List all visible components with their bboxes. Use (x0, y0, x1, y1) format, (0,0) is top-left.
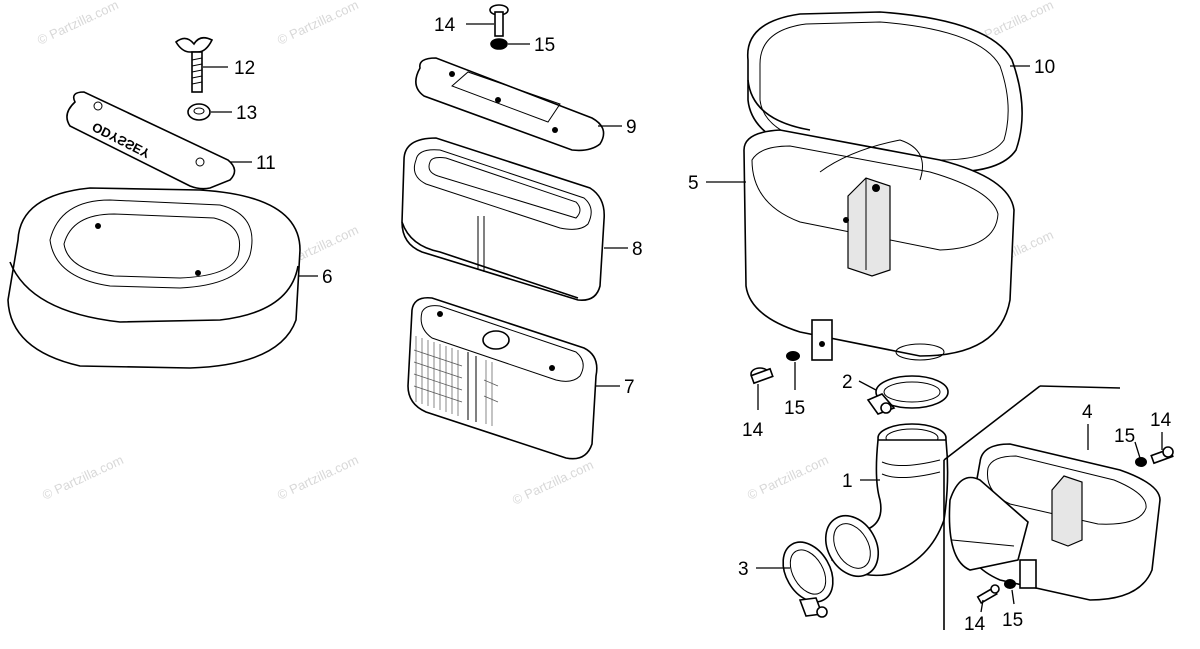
callout-9: 9 (626, 117, 637, 138)
callout-14-right: 14 (1150, 410, 1172, 431)
part-7-filter-element (407, 296, 598, 460)
callout-8: 8 (632, 239, 643, 260)
callout-6: 6 (322, 267, 333, 288)
part-4-group-outline (943, 385, 1121, 630)
part-11-cover-plate: ODYSSEY (66, 91, 236, 190)
part-14-screw-mid (750, 367, 774, 385)
callout-15-bottom: 15 (1002, 610, 1023, 631)
part-14-screw-top (489, 4, 509, 37)
part-1-elbow-tube (824, 423, 949, 577)
part-8-precleaner (401, 137, 606, 302)
callout-14-mid: 14 (742, 420, 764, 441)
part-10-gasket (747, 11, 1023, 173)
part-3-hose-clamp (782, 541, 834, 618)
callout-15-top: 15 (534, 35, 555, 56)
callout-labels: 12 13 11 6 14 15 9 8 7 10 5 2 1 3 4 14 1… (234, 15, 1172, 635)
part-15-washer-mid (786, 351, 800, 361)
watermark: © Partzilla.com (275, 0, 361, 48)
callout-3: 3 (738, 559, 749, 580)
part-15-washer-right (1135, 457, 1147, 467)
part-9-retaining-plate (415, 57, 605, 152)
callout-5: 5 (688, 173, 699, 194)
part-6-outer-cover (7, 187, 301, 369)
watermark: © Partzilla.com (275, 452, 361, 503)
watermark: © Partzilla.com (745, 452, 831, 503)
part-15-washer-bottom (1004, 579, 1016, 589)
part-13-nut (187, 103, 211, 121)
part-2-hose-clamp (866, 375, 949, 415)
watermark: © Partzilla.com (35, 0, 121, 48)
callout-14-top: 14 (434, 15, 456, 36)
part-12-wing-bolt (174, 36, 214, 93)
callout-4: 4 (1082, 402, 1093, 423)
watermark: © Partzilla.com (40, 452, 126, 503)
part-4-case (948, 443, 1161, 601)
callout-12: 12 (234, 58, 255, 79)
callout-10: 10 (1034, 57, 1055, 78)
leader-lines (203, 23, 1163, 613)
callout-14-bottom: 14 (964, 614, 986, 635)
part-5-base-case (743, 129, 1015, 361)
callout-13: 13 (236, 103, 257, 124)
callout-11: 11 (256, 153, 276, 174)
callout-2: 2 (842, 372, 853, 393)
part-15-washer-top (490, 38, 508, 50)
watermark: © Partzilla.com (510, 457, 596, 508)
callout-15-mid: 15 (784, 398, 805, 419)
callout-1: 1 (842, 471, 853, 492)
part-14-screw-bottom (976, 584, 1000, 605)
callout-7: 7 (624, 377, 635, 398)
part-14-screw-right (1150, 446, 1174, 465)
callout-15-right: 15 (1114, 426, 1135, 447)
